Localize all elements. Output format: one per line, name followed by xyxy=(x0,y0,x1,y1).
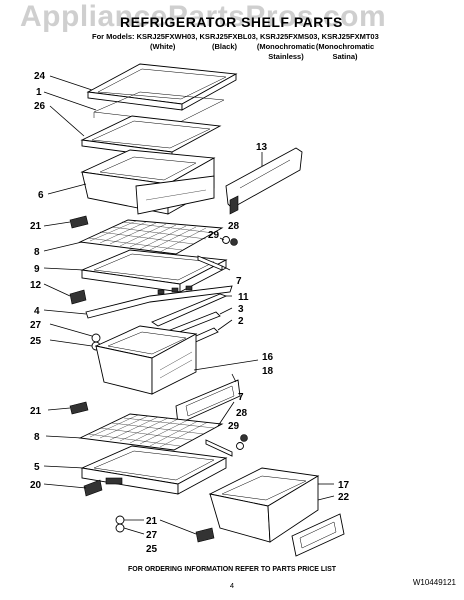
callout-12: 12 xyxy=(30,280,42,291)
callout-8-b: 8 xyxy=(34,432,40,443)
callout-1: 1 xyxy=(36,87,42,98)
callout-29-a: 29 xyxy=(208,230,220,241)
glass-shelf-top xyxy=(86,63,238,111)
callout-13: 13 xyxy=(256,142,268,153)
callout-27-b: 27 xyxy=(146,530,158,541)
bin-front-22 xyxy=(291,513,345,557)
callout-28-a: 28 xyxy=(228,221,240,232)
callout-7-b: 7 xyxy=(238,392,244,403)
callout-21-a: 21 xyxy=(30,221,42,232)
document-number: W10449121 xyxy=(412,578,456,587)
callout-21-b: 21 xyxy=(30,406,42,417)
watermark: AppliancePartsPros.com xyxy=(20,0,387,33)
crisper-drawer-upper xyxy=(80,149,216,215)
clip-21-bottom xyxy=(195,527,215,543)
callout-21-c: 21 xyxy=(146,516,158,527)
variant-black: (Black) xyxy=(212,42,238,51)
cover-13 xyxy=(225,147,303,215)
clip-21-top xyxy=(69,215,89,229)
callout-28-b: 28 xyxy=(236,408,248,419)
wire-shelf-lower xyxy=(78,413,224,451)
callout-29-b: 29 xyxy=(228,421,240,432)
callout-24: 24 xyxy=(34,71,46,82)
callout-17: 17 xyxy=(338,480,350,491)
callout-7-a: 7 xyxy=(236,276,242,287)
callout-11: 11 xyxy=(238,292,249,303)
slide-7-top xyxy=(197,255,223,271)
callout-3: 3 xyxy=(238,304,244,315)
bin-17 xyxy=(208,467,320,543)
callout-9: 9 xyxy=(34,264,40,275)
wheel-25-lower xyxy=(115,523,125,533)
callout-8-a: 8 xyxy=(34,247,40,258)
callout-6: 6 xyxy=(38,190,44,201)
callout-27-a: 27 xyxy=(30,320,42,331)
shelf-frame-5 xyxy=(80,445,228,495)
callout-20: 20 xyxy=(30,480,42,491)
wheel-27-lower xyxy=(115,515,125,525)
models-line: For Models: KSRJ25FXWH03, KSRJ25FXBL03, … xyxy=(92,32,379,41)
leader-lines xyxy=(43,75,335,535)
callout-18: 18 xyxy=(262,366,274,377)
clip-20 xyxy=(83,479,103,497)
screw-29-bottom xyxy=(236,442,244,450)
callout-4: 4 xyxy=(34,306,40,317)
screw-29-top xyxy=(222,236,230,244)
page-number: 4 xyxy=(229,581,235,590)
callout-5: 5 xyxy=(34,462,40,473)
crisper-drawer-lower xyxy=(94,325,198,395)
drawer-front-18 xyxy=(175,379,241,425)
screw-28-top xyxy=(230,238,238,246)
rail-4 xyxy=(85,285,233,319)
variant-white: (White) xyxy=(150,42,176,51)
callout-25-a: 25 xyxy=(30,336,42,347)
variant-monochromatic-stainless: (Monochromatic Stainless) xyxy=(256,42,316,61)
callout-22: 22 xyxy=(338,492,350,503)
wheel-27 xyxy=(91,333,101,343)
clip-21-middle xyxy=(69,401,89,415)
callout-16: 16 xyxy=(262,352,274,363)
diagram-title: REFRIGERATOR SHELF PARTS xyxy=(120,14,343,30)
wire-shelf-upper xyxy=(78,219,224,255)
callout-labels: 24 1 26 6 21 8 9 12 4 27 25 13 29 28 7 1… xyxy=(30,71,350,555)
callout-2: 2 xyxy=(238,316,244,327)
slide-7-bottom xyxy=(205,439,233,457)
variant-monochromatic-satina: (Monochromatic Satina) xyxy=(315,42,375,61)
ordering-information-note: FOR ORDERING INFORMATION REFER TO PARTS … xyxy=(127,566,337,573)
screw-28-bottom xyxy=(240,434,248,442)
callout-25-b: 25 xyxy=(146,544,158,555)
callout-26: 26 xyxy=(34,101,46,112)
clip-12 xyxy=(69,289,87,305)
shelf-frame-9 xyxy=(80,249,228,293)
